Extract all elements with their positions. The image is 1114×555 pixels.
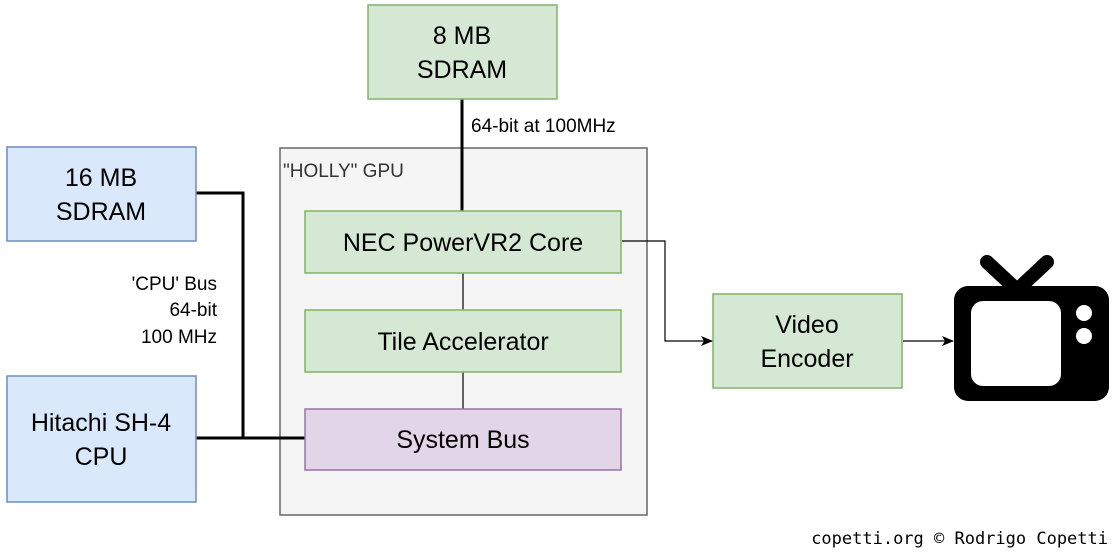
vram-node: 8 MB SDRAM	[367, 4, 558, 100]
copyright-credit: copetti.org © Rodrigo Copetti	[811, 529, 1108, 549]
cpu-bus-label: 'CPU' Bus 64-bit 100 MHz	[132, 274, 218, 348]
tile-accelerator-label: Tile Accelerator	[377, 328, 548, 356]
video-encoder-label-line-1: Video	[775, 311, 839, 339]
video-encoder-label-line-2: Encoder	[760, 345, 853, 373]
cpu-node: Hitachi SH-4 CPU	[6, 375, 197, 503]
powervr-label: NEC PowerVR2 Core	[343, 229, 583, 257]
tile-accelerator-node: Tile Accelerator	[304, 309, 622, 373]
powervr-box	[304, 210, 622, 274]
system-bus-box	[304, 408, 622, 471]
cpu-bus-label-line-2: 64-bit	[169, 300, 217, 321]
vram-label-line-1: 8 MB	[433, 22, 491, 50]
ram-node: 16 MB SDRAM	[6, 146, 197, 242]
video-encoder-node: Video Encoder	[712, 293, 903, 389]
ram-box	[6, 146, 197, 242]
ram-label-line-1: 16 MB	[65, 164, 137, 192]
system-bus-node: System Bus	[304, 408, 622, 471]
cpu-bus-line	[196, 191, 245, 440]
tv-icon	[954, 255, 1109, 401]
core-to-encoder-arrow	[622, 240, 713, 346]
cpu-bus-label-line-1: 'CPU' Bus	[132, 274, 217, 295]
vram-label-line-2: SDRAM	[417, 56, 507, 84]
ram-label-line-2: SDRAM	[56, 198, 146, 226]
vram-bus-label: 64-bit at 100MHz	[471, 116, 616, 137]
video-encoder-box	[712, 293, 903, 389]
vram-box	[367, 4, 558, 100]
system-bus-label: System Bus	[396, 426, 529, 454]
holly-gpu-group-label: "HOLLY" GPU	[283, 161, 404, 182]
cpu-bus-label-line-3: 100 MHz	[141, 327, 217, 348]
powervr-node: NEC PowerVR2 Core	[304, 210, 622, 274]
tile-accelerator-box	[304, 309, 622, 373]
cpu-label-line-1: Hitachi SH-4	[31, 409, 171, 437]
connections	[196, 99, 954, 440]
cpu-box	[6, 375, 197, 503]
cpu-label-line-2: CPU	[75, 443, 128, 471]
